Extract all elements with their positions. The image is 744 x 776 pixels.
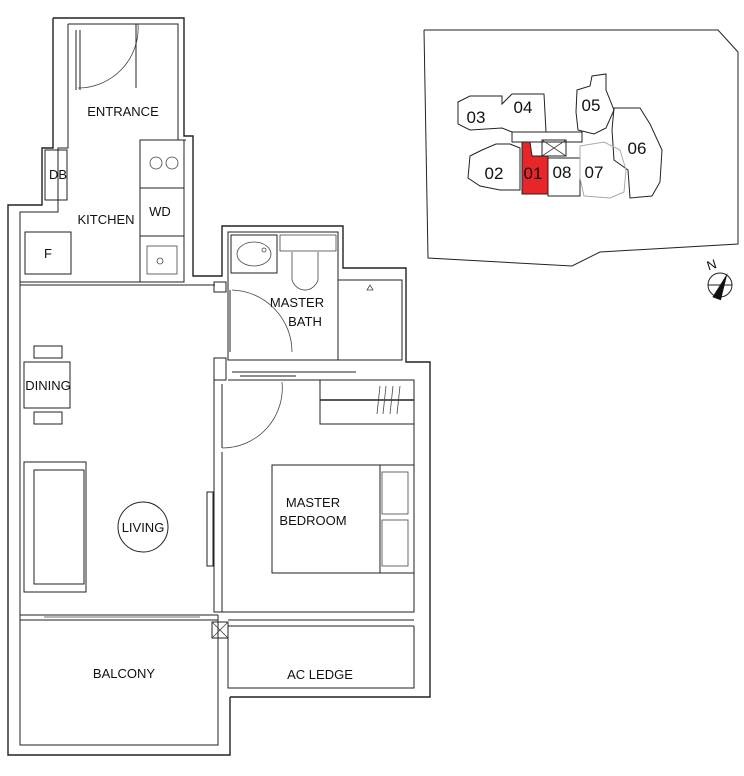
label-living: LIVING (122, 520, 165, 535)
master-bath (213, 231, 403, 381)
north-label: N (705, 256, 719, 273)
wardrobe (228, 371, 415, 425)
master-bedroom (206, 380, 415, 613)
label-entrance: ENTRANCE (87, 104, 159, 119)
label-fridge: F (44, 246, 52, 261)
label-balcony: BALCONY (93, 666, 155, 681)
north-arrow-icon: N (705, 256, 733, 301)
label-wd: WD (149, 204, 171, 219)
unit-02: 02 (485, 164, 504, 183)
label-dining: DINING (25, 378, 71, 393)
room-labels: ENTRANCE DB KITCHEN WD F DINING LIVING M… (25, 104, 353, 682)
label-master-bedroom-1: MASTER (286, 495, 340, 510)
unit-06: 06 (628, 139, 647, 158)
highlighted-unit (521, 141, 549, 195)
balcony-block (20, 614, 415, 689)
unit-08: 08 (553, 163, 572, 182)
outer-walls (7, 17, 431, 756)
label-master-bedroom-2: BEDROOM (279, 513, 346, 528)
label-master-bath-1: MASTER (270, 295, 324, 310)
unit-03: 03 (467, 108, 486, 127)
label-db: DB (49, 167, 67, 182)
unit-07: 07 (585, 163, 604, 182)
key-plan: 03 04 05 06 02 01 08 07 (423, 29, 739, 267)
entrance-door (75, 23, 139, 90)
unit-04: 04 (514, 98, 533, 117)
sofa (23, 461, 169, 593)
unit-01: 01 (524, 164, 543, 183)
dining-set (23, 345, 71, 425)
label-kitchen: KITCHEN (77, 212, 134, 227)
unit-05: 05 (582, 96, 601, 115)
label-ac-ledge: AC LEDGE (287, 667, 353, 682)
label-master-bath-2: BATH (288, 314, 322, 329)
